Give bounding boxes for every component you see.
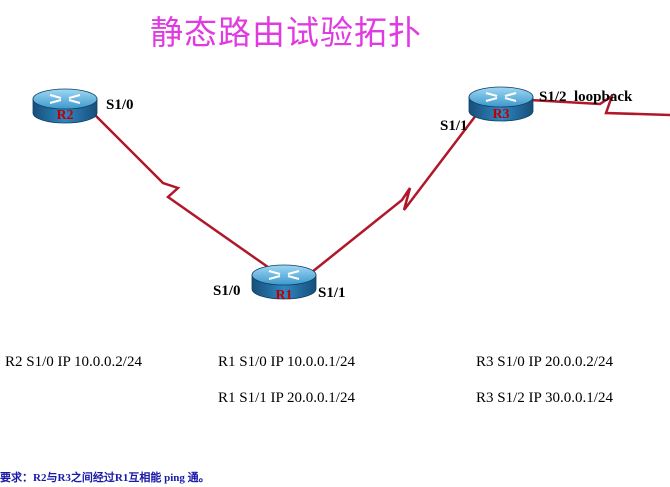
r2-port-label: S1/0 xyxy=(106,97,134,113)
router-r2-name: R2 xyxy=(56,108,73,123)
r3-right-port-label: S1/2 loopback xyxy=(539,89,633,105)
ip-r1-s11: R1 S1/1 IP 20.0.0.1/24 xyxy=(218,390,355,406)
ip-r3-s12: R3 S1/2 IP 30.0.0.1/24 xyxy=(476,390,613,406)
link-r2-r1 xyxy=(94,114,276,274)
ip-r2-s10: R2 S1/0 IP 10.0.0.2/24 xyxy=(5,354,142,370)
link-r3-loopback xyxy=(529,92,670,117)
requirement-text: 要求：R2与R3之间经过R1互相能 ping 通。 xyxy=(0,472,210,484)
router-r1-icon: R1 xyxy=(251,264,317,303)
ip-r3-s10: R3 S1/0 IP 20.0.0.2/24 xyxy=(476,354,613,370)
r3-left-port-label: S1/1 xyxy=(440,118,468,134)
router-r3-icon: R3 xyxy=(468,86,534,122)
router-r3-name: R3 xyxy=(492,107,509,122)
link-r1-r3 xyxy=(311,109,481,273)
page-title: 静态路由试验拓扑 xyxy=(150,13,422,52)
router-r2-icon: R2 xyxy=(32,88,98,124)
ip-r1-s10: R1 S1/0 IP 10.0.0.1/24 xyxy=(218,354,355,370)
router-r1-name: R1 xyxy=(275,288,292,303)
r1-right-port-label: S1/1 xyxy=(318,285,346,301)
r1-left-port-label: S1/0 xyxy=(213,283,241,299)
